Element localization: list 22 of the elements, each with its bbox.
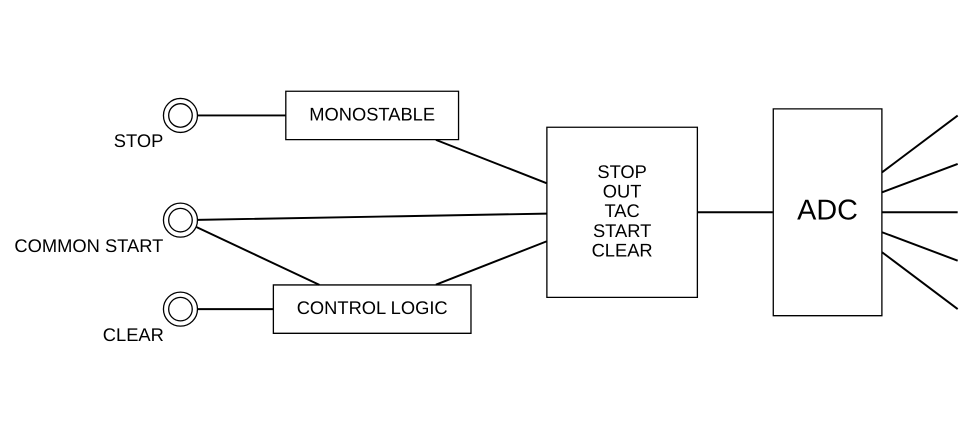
- connector: [881, 114, 958, 173]
- connector: [198, 212, 547, 220]
- connector: [698, 210, 773, 213]
- node-box: MONOSTABLE: [285, 90, 460, 140]
- connector: [882, 230, 958, 262]
- node-circle: [162, 97, 198, 133]
- node-label: STOP: [114, 130, 164, 151]
- connector: [882, 162, 958, 193]
- connector: [881, 250, 958, 310]
- connector: [436, 138, 547, 184]
- node-circle: [162, 202, 198, 238]
- node-box: CONTROL LOGIC: [272, 284, 472, 334]
- node-label: COMMON START: [14, 234, 164, 256]
- node-box: ADC: [772, 108, 883, 316]
- connector: [198, 114, 286, 116]
- connector: [882, 210, 958, 213]
- node-circle: [162, 290, 198, 326]
- node-label: CLEAR: [102, 323, 164, 344]
- node-box: STOP OUT TAC START CLEAR: [546, 126, 698, 298]
- connector: [196, 226, 320, 286]
- connector: [436, 240, 547, 286]
- connector: [198, 308, 274, 310]
